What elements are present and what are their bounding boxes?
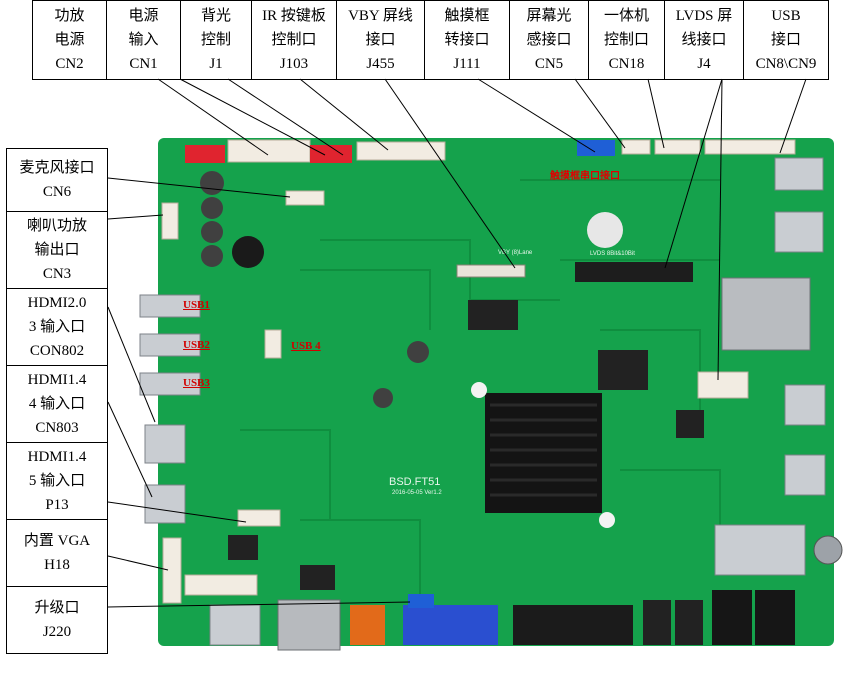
capacitor-4: [201, 245, 223, 267]
capacitor-2: [201, 197, 223, 219]
heatsink-fins: [490, 403, 597, 497]
usb-cn9: [774, 211, 824, 253]
usb2-label: USB2: [183, 339, 210, 351]
vby-connector-j455: [456, 264, 526, 278]
main-ic: [598, 350, 648, 390]
cn18-connector: [654, 139, 701, 155]
heatsink: [485, 393, 602, 513]
audio-jack-4: [755, 590, 795, 645]
bottom-left-connector: [184, 574, 258, 596]
capacitor-6: [407, 341, 429, 363]
touch-serial-note: 触摸框串口接口: [550, 171, 620, 182]
right-mid-connector: [697, 371, 749, 399]
heatsink-pin-tl: [471, 382, 487, 398]
vga-port: [403, 605, 498, 645]
ic-small-2: [228, 535, 258, 560]
ic-small-3: [300, 565, 335, 590]
cn3-connector: [161, 202, 179, 240]
vga-h18-connector: [162, 537, 182, 604]
p13-connector: [237, 509, 281, 527]
j103-connector: [356, 141, 446, 161]
cn1-connector: [227, 139, 311, 163]
board-model-label: BSD.FT51: [389, 476, 441, 488]
hdmi-con802-port: [144, 424, 186, 464]
tuner-box: [714, 524, 806, 576]
capacitor-7: [373, 388, 393, 408]
hdmi-cn803-port: [144, 484, 186, 524]
vby-silk-label: VBY (8)Lane: [498, 250, 533, 256]
ethernet-port: [277, 599, 341, 651]
usb-cn8: [774, 157, 824, 191]
hdmi-bottom-port: [209, 604, 261, 646]
buzzer: [587, 212, 623, 248]
lvds-connector-j4: [575, 262, 693, 282]
top-right-connector: [704, 139, 796, 155]
right-usb-port: [784, 454, 826, 496]
audio-jack-1: [643, 600, 671, 645]
j1-connector: [310, 145, 352, 163]
capacitor-5: [232, 236, 264, 268]
board-version-label: 2016-05-05 Ver1.2: [392, 490, 442, 496]
cn2-connector: [185, 145, 225, 163]
lvds-silk-label: LVDS 8Bit&10Bit: [590, 251, 635, 257]
usb1-label: USB1: [183, 299, 210, 311]
usb3-label: USB3: [183, 377, 210, 389]
ic-small-1: [468, 300, 518, 330]
cn6-connector: [285, 190, 325, 206]
rca-block: [513, 605, 633, 645]
tuner-connector: [813, 535, 843, 565]
audio-jack-2: [675, 600, 703, 645]
av-orange-jack: [350, 605, 385, 645]
capacitor-1: [200, 171, 224, 195]
sd-card-slot: [721, 277, 811, 351]
cn5-connector: [621, 139, 651, 155]
capacitor-3: [201, 221, 223, 243]
heatsink-pin-br: [599, 512, 615, 528]
usb4-label: USB 4: [291, 340, 321, 352]
usb4-connector: [264, 329, 282, 359]
right-hdmi-port: [784, 384, 826, 426]
j220-connector: [408, 594, 434, 608]
ic-small-4: [676, 410, 704, 438]
j111-connector: [577, 140, 615, 156]
audio-jack-3: [712, 590, 752, 645]
